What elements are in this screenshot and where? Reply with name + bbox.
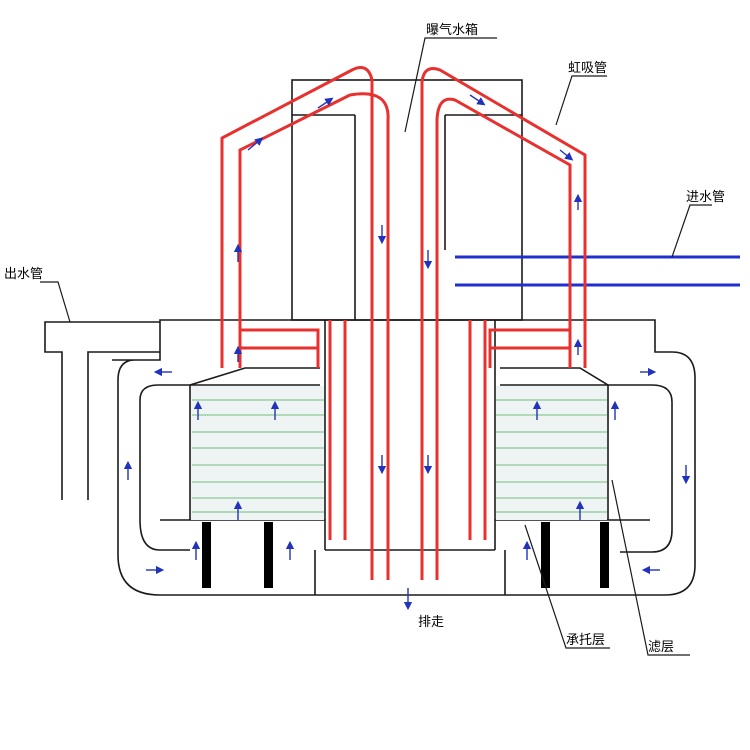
label-aeration-tank: 曝气水箱: [426, 22, 478, 38]
label-drain: 排走: [418, 615, 444, 630]
inlet-pipe: [455, 255, 740, 287]
flow-arrow-icon: [123, 94, 691, 611]
filter-body: [112, 319, 696, 596]
outlet-pipe: [44, 321, 160, 500]
siphon-pipes: [220, 66, 587, 580]
filter-media: [191, 386, 607, 520]
label-filter-layer: 滤层: [648, 640, 674, 655]
label-siphon-pipe: 虹吸管: [568, 61, 607, 76]
leader-lines: [40, 37, 712, 656]
label-outlet-pipe: 出水管: [4, 267, 43, 282]
label-support-layer: 承托层: [566, 633, 605, 648]
support-bars: [202, 522, 609, 588]
label-inlet-pipe: 进水管: [686, 190, 725, 205]
